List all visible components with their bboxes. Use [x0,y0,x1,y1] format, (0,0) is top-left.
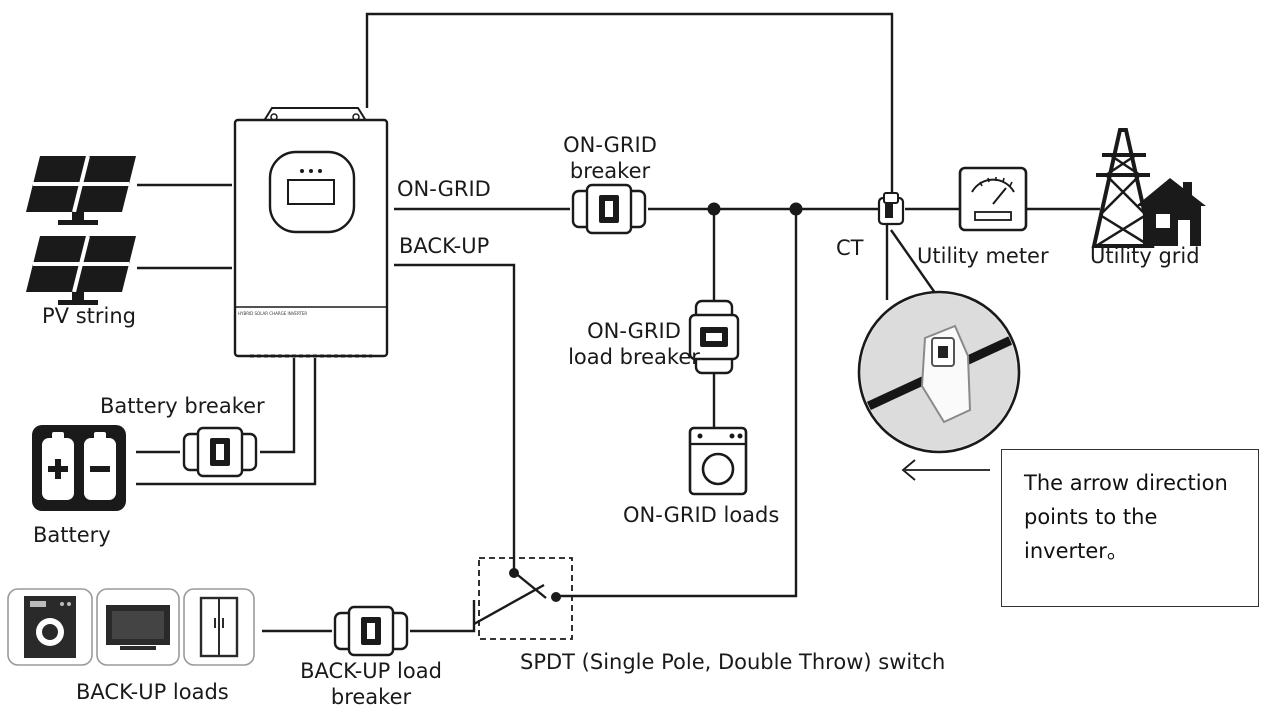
battery-icon [32,425,126,511]
solar-panel-icon [24,234,138,307]
battery-label: Battery [33,523,111,547]
on-grid-load-breaker-icon [688,299,740,375]
left-arrow-icon [901,459,990,481]
on-grid-loads-label: ON-GRID loads [623,503,780,527]
back-up-label: BACK-UP [399,234,490,258]
pv-string [24,154,138,307]
note-text: The arrow direction points to the invert… [1024,471,1228,563]
battery-breaker-label: Battery breaker [100,394,265,418]
junction-dot [789,202,803,216]
ct-label: CT [836,236,864,260]
on-grid-breaker-label-line2: breaker [569,159,651,183]
utility-grid-icon [1091,128,1206,248]
back-up-load-breaker-label: BACK-UP load breaker [286,658,456,710]
spdt-switch-label: SPDT (Single Pole, Double Throw) switch [520,650,946,674]
on-grid-breaker-label-line1: ON-GRID [563,133,657,157]
on-grid-label: ON-GRID [397,177,491,201]
ct-clamp-icon [877,192,905,226]
spdt-switch-icon [473,557,573,640]
utility-meter-icon [958,166,1028,232]
back-up-loads-icons [7,588,255,666]
pv-string-label: PV string [42,304,136,328]
back-up-loads-label: BACK-UP loads [76,680,229,704]
utility-grid-label: Utility grid [1090,244,1200,268]
washing-machine-icon [688,426,748,496]
inverter-panel-text: HYBRID SOLAR CHARGE INVERTER [238,311,307,316]
on-grid-breaker-icon [571,183,647,235]
inverter: HYBRID SOLAR CHARGE INVERTER [233,107,389,358]
note-box: The arrow direction points to the invert… [1001,449,1259,607]
back-up-load-breaker-label-line1: BACK-UP load [300,659,442,683]
wiring [136,12,1100,633]
on-grid-breaker-label: ON-GRID breaker [540,132,680,184]
on-grid-load-breaker-label-line1: ON-GRID [587,319,681,343]
back-up-load-breaker-label-line2: breaker [330,685,412,709]
ct-clamp-photo [857,290,1021,454]
on-grid-load-breaker-label-line2: load breaker [568,345,700,369]
washing-machine-icon [7,588,93,666]
utility-meter-label: Utility meter [917,244,1049,268]
tv-icon [96,588,180,666]
on-grid-load-breaker-label: ON-GRID load breaker [564,318,704,370]
back-up-load-breaker-icon [333,605,409,657]
refrigerator-icon [183,588,255,666]
battery-breaker-icon [182,426,258,478]
junction-dot [707,202,721,216]
solar-panel-icon [24,154,138,227]
